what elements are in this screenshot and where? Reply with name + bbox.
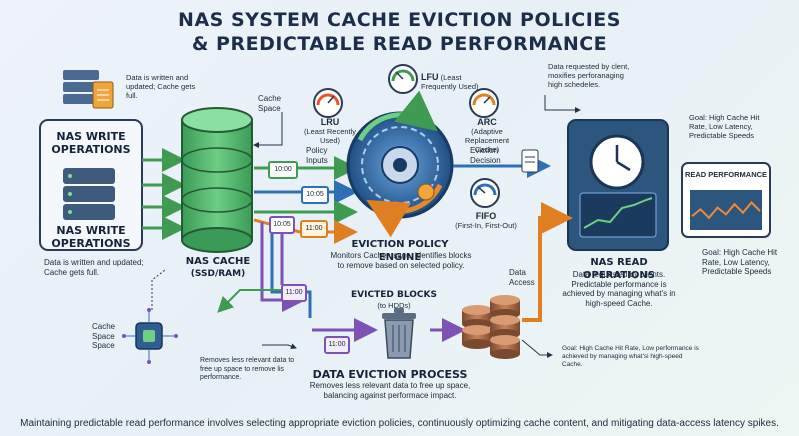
document-icon	[92, 81, 114, 109]
eviction-desc: Removes less relevant data to free up sp…	[309, 381, 471, 400]
cache-space-bottom: Cache Space Space	[92, 322, 116, 350]
cache-space-label: Cache Space	[258, 94, 282, 113]
evicted-heading: EVICTED BLOCKS	[351, 290, 437, 300]
engine-desc: Monitors Cache usage, identifies blocks …	[330, 251, 472, 270]
gauge-lfu-icon	[388, 64, 418, 94]
eviction-heading: DATA EVICTION PROCESS	[312, 368, 468, 381]
write-heading-2: NAS WRITE OPERATIONS	[51, 224, 131, 250]
eviction-paths	[217, 222, 466, 342]
read-goal-right: Goal: High Cache Hit Rate, Low Latency, …	[702, 248, 778, 276]
gauge-lru-icon	[313, 88, 343, 118]
write-heading: NAS WRITE OPERATIONS	[51, 130, 131, 156]
read-request-note: Data requested by clent, moxifies perfor…	[548, 62, 630, 89]
server-stack-icon	[63, 70, 99, 104]
evicted-sub: (to HDDs)	[377, 301, 411, 310]
lru-name: LRU	[320, 117, 340, 127]
footer-text: Maintaining predictable read performance…	[20, 418, 779, 429]
cache-block: 10:05	[301, 186, 329, 204]
cache-label: NAS CACHE	[185, 256, 251, 267]
cache-block: 11:00	[281, 284, 307, 302]
read-panel	[567, 119, 669, 251]
write-panel	[39, 70, 143, 251]
cache-block: 10:00	[268, 161, 298, 179]
cache-block: 10:05	[269, 216, 295, 234]
eviction-decision-label: Eviction Decision	[470, 146, 501, 165]
lfu-name: LFU	[421, 72, 439, 82]
policy-inputs-label: Policy Inputs	[306, 146, 328, 165]
request-document-icon	[521, 149, 539, 173]
chip-icon	[122, 308, 178, 364]
lru-label: LRU (Least Recently Used)	[302, 117, 358, 146]
write-arrows	[142, 148, 186, 240]
engine-heading: EVICTION POLICY ENGINE	[351, 239, 449, 263]
gauge-fifo-icon	[470, 178, 500, 208]
cache-block: 11:00	[324, 336, 350, 354]
cache-block: 11:00	[300, 220, 328, 238]
lfu-desc: (Least Frequently Used)	[421, 73, 479, 91]
lru-desc: (Least Recently Used)	[303, 127, 357, 145]
hdd-stack-icon	[462, 295, 520, 359]
write-note-bottom: Data is written and updated; Cache gets …	[44, 258, 144, 277]
read-desc: Data requested by clients. Predictable p…	[562, 270, 676, 308]
engine-gear	[346, 90, 454, 238]
fifo-label: FIFO (First-In, First-Out)	[454, 211, 518, 231]
fifo-desc: (First-In, First-Out)	[455, 221, 517, 230]
trash-icon	[382, 308, 416, 359]
cache-cylinder	[181, 107, 253, 253]
title-line-2: & PREDICTABLE READ PERFORMANCE	[191, 33, 608, 55]
read-performance-label: READ PERFORMANCE	[684, 170, 768, 179]
gauge-arc-icon	[469, 88, 499, 118]
server-icon	[63, 168, 115, 220]
read-heading: NAS READ OPERATIONS	[583, 257, 655, 281]
arc-label: ARC (Adaptive Replacement Cache)	[452, 117, 522, 155]
title-line-1: NAS SYSTEM CACHE EVICTION POLICIES	[178, 9, 621, 31]
cache-sub: (SSD/RAM)	[190, 269, 246, 279]
arc-name: ARC	[477, 117, 497, 127]
data-access-label: Data Access	[509, 268, 535, 287]
lfu-label: LFU (Least Frequently Used)	[421, 72, 481, 92]
fifo-name: FIFO	[475, 211, 497, 221]
arc-desc: (Adaptive Replacement Cache)	[464, 127, 510, 154]
write-note-top: Data is written and updated; Cache gets …	[126, 73, 196, 100]
read-performance-card	[681, 162, 771, 238]
read-goal-bottom: Goal: High Cache Hit Rate, Low performan…	[562, 345, 699, 368]
eviction-side-note: Removes less relevant data to free up sp…	[200, 357, 295, 381]
read-goal-top: Goal: High Cache Hit Rate, Low Latency, …	[689, 113, 760, 140]
